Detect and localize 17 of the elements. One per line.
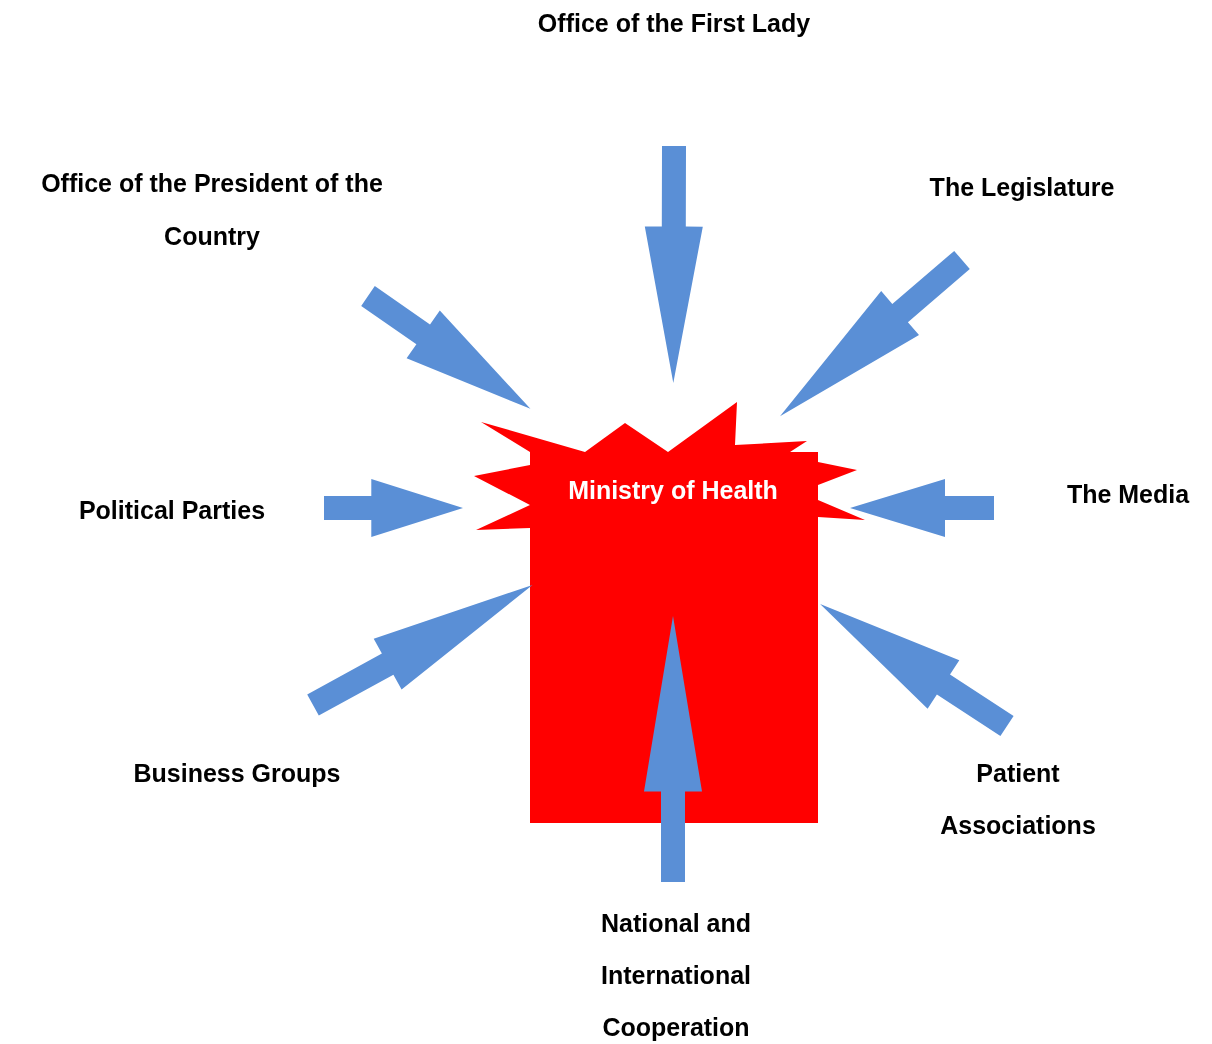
stakeholder-label: Business Groups	[102, 756, 372, 790]
stakeholder-label: Patient Associations	[908, 747, 1128, 851]
block-arrow	[850, 479, 994, 537]
block-arrow	[307, 584, 533, 716]
block-arrow	[324, 479, 463, 537]
stakeholder-label: The Legislature	[892, 170, 1152, 204]
block-arrow	[644, 146, 703, 383]
block-arrow	[820, 604, 1014, 736]
block-arrow	[780, 250, 970, 417]
stakeholder-label: National and International Cooperation	[566, 897, 786, 1044]
stakeholder-label: The Media	[1050, 477, 1206, 511]
block-arrow	[361, 286, 531, 409]
block-arrow	[644, 616, 702, 882]
stakeholder-label: Office of the President of the Country	[2, 157, 422, 263]
stakeholder-label: Office of the First Lady	[474, 6, 874, 40]
ministry-label: Ministry of Health	[567, 476, 779, 505]
stakeholder-label: Political Parties	[52, 493, 292, 527]
